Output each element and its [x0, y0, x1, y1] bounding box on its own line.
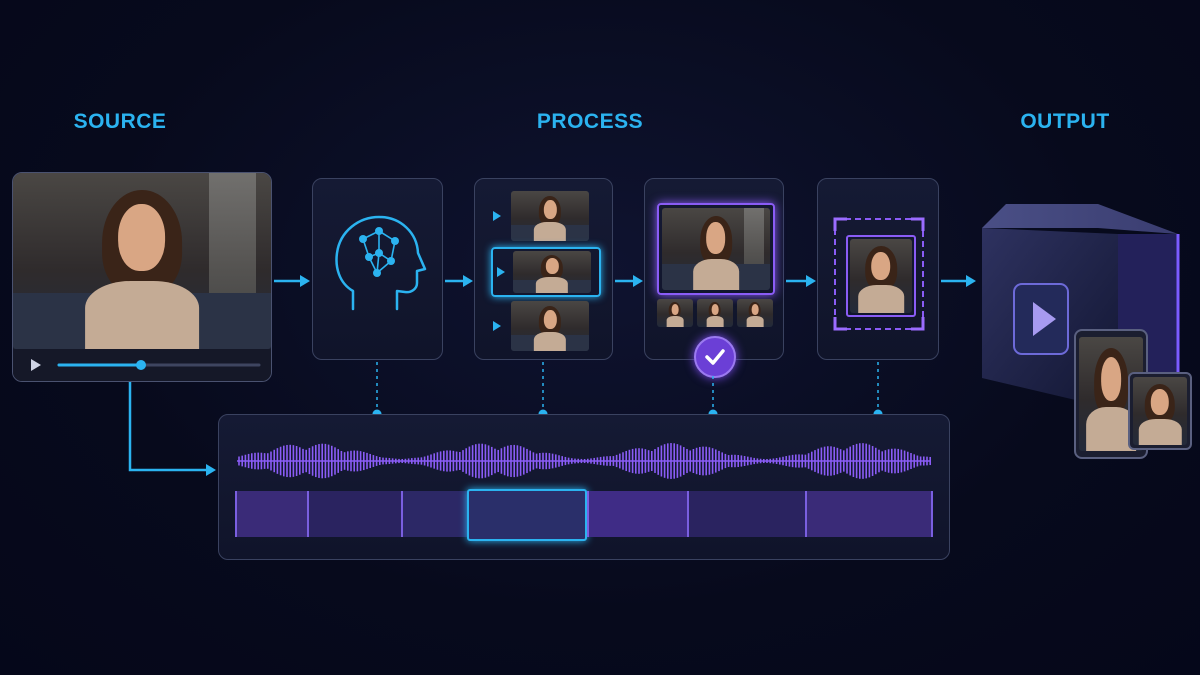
- thumbnail: [737, 299, 773, 327]
- process-label: PROCESS: [536, 110, 644, 133]
- arrow-head: [206, 464, 216, 476]
- source-video-frame: [13, 173, 271, 349]
- arrow-head: [463, 275, 473, 287]
- ai-brain-network-icon: [335, 215, 427, 311]
- thumbnail-strip: [657, 299, 775, 327]
- thumbnail: [657, 299, 693, 327]
- selected-frame-preview: [657, 203, 775, 295]
- output-phone-small: [1128, 372, 1192, 450]
- timeline-segment[interactable]: [235, 491, 309, 537]
- video-controls: [13, 349, 271, 381]
- thumbnail: [697, 299, 733, 327]
- arrow-head: [806, 275, 816, 287]
- check-icon: [694, 336, 736, 378]
- cropped-frame: [846, 235, 916, 317]
- audio-waveform: [237, 443, 932, 479]
- audio-timeline-panel: [218, 414, 950, 560]
- best-frame-panel: [644, 178, 784, 360]
- frame-selection-panel: [474, 178, 613, 360]
- output-label: OUTPUT: [1020, 110, 1110, 133]
- arrow-head: [300, 275, 310, 287]
- filmstrip-frame-2-selected[interactable]: [491, 247, 601, 297]
- crop-frame-icon: [833, 217, 925, 331]
- crop-panel: [817, 178, 939, 360]
- filmstrip-frame-3[interactable]: [489, 301, 601, 351]
- playback-scrubber-handle: [136, 360, 146, 370]
- timeline-segment[interactable]: [307, 491, 403, 537]
- timeline-segment[interactable]: [401, 491, 469, 537]
- timeline-segment-selected[interactable]: [467, 489, 587, 541]
- timeline-segment[interactable]: [805, 491, 933, 537]
- source-video-player[interactable]: [12, 172, 272, 382]
- arrow-head: [966, 275, 976, 287]
- play-icon: [31, 359, 41, 371]
- source-label: SOURCE: [73, 110, 167, 133]
- timeline-track[interactable]: [235, 489, 933, 541]
- timeline-segment[interactable]: [587, 491, 689, 537]
- playback-bar[interactable]: [13, 349, 271, 381]
- filmstrip-frame-1[interactable]: [489, 191, 601, 241]
- timeline-segment[interactable]: [687, 491, 807, 537]
- ai-analysis-panel: [312, 178, 443, 360]
- arrow-head: [633, 275, 643, 287]
